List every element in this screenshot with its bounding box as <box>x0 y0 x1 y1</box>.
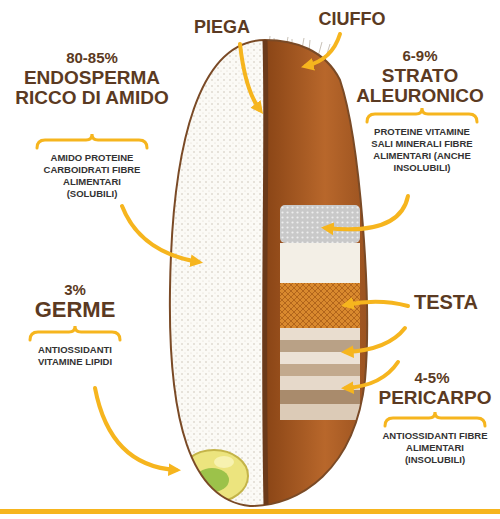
part-name: STRATO ALEURONICO <box>345 66 495 106</box>
percentage: 3% <box>45 282 105 297</box>
percentage: 80-85% <box>47 50 137 65</box>
brace <box>30 108 485 426</box>
percentage: 6-9% <box>375 48 465 63</box>
nutrient-list: AMIDO PROTEINE CARBOIDRATI FIBRE ALIMENT… <box>37 152 147 200</box>
bottom-rule <box>0 509 500 514</box>
part-name: PERICARPO <box>373 388 497 408</box>
part-name: GERME <box>10 298 140 321</box>
crease <box>265 40 266 505</box>
percentage: 4-5% <box>397 370 467 385</box>
nutrient-list: PROTEINE VITAMINE SALI MINERALI FIBRE AL… <box>367 126 477 174</box>
pericarp-layers <box>280 328 360 420</box>
part-name: TESTA <box>398 292 494 312</box>
aleurone-layer <box>280 205 360 243</box>
inner-layer <box>280 243 360 283</box>
kernel-outline <box>170 40 367 506</box>
part-name: PIEGA <box>182 18 262 36</box>
part-name: CIUFFO <box>304 10 400 28</box>
germ-shine <box>214 456 234 468</box>
part-name: ENDOSPERMA RICCO DI AMIDO <box>12 68 172 108</box>
germ <box>180 450 248 502</box>
endosperm <box>160 30 265 519</box>
nutrient-list: ANTIOSSIDANTI VITAMINE LIPIDI <box>30 344 120 368</box>
nutrient-list: ANTIOSSIDANTI FIBRE ALIMENTARI (INSOLUBI… <box>380 430 490 466</box>
